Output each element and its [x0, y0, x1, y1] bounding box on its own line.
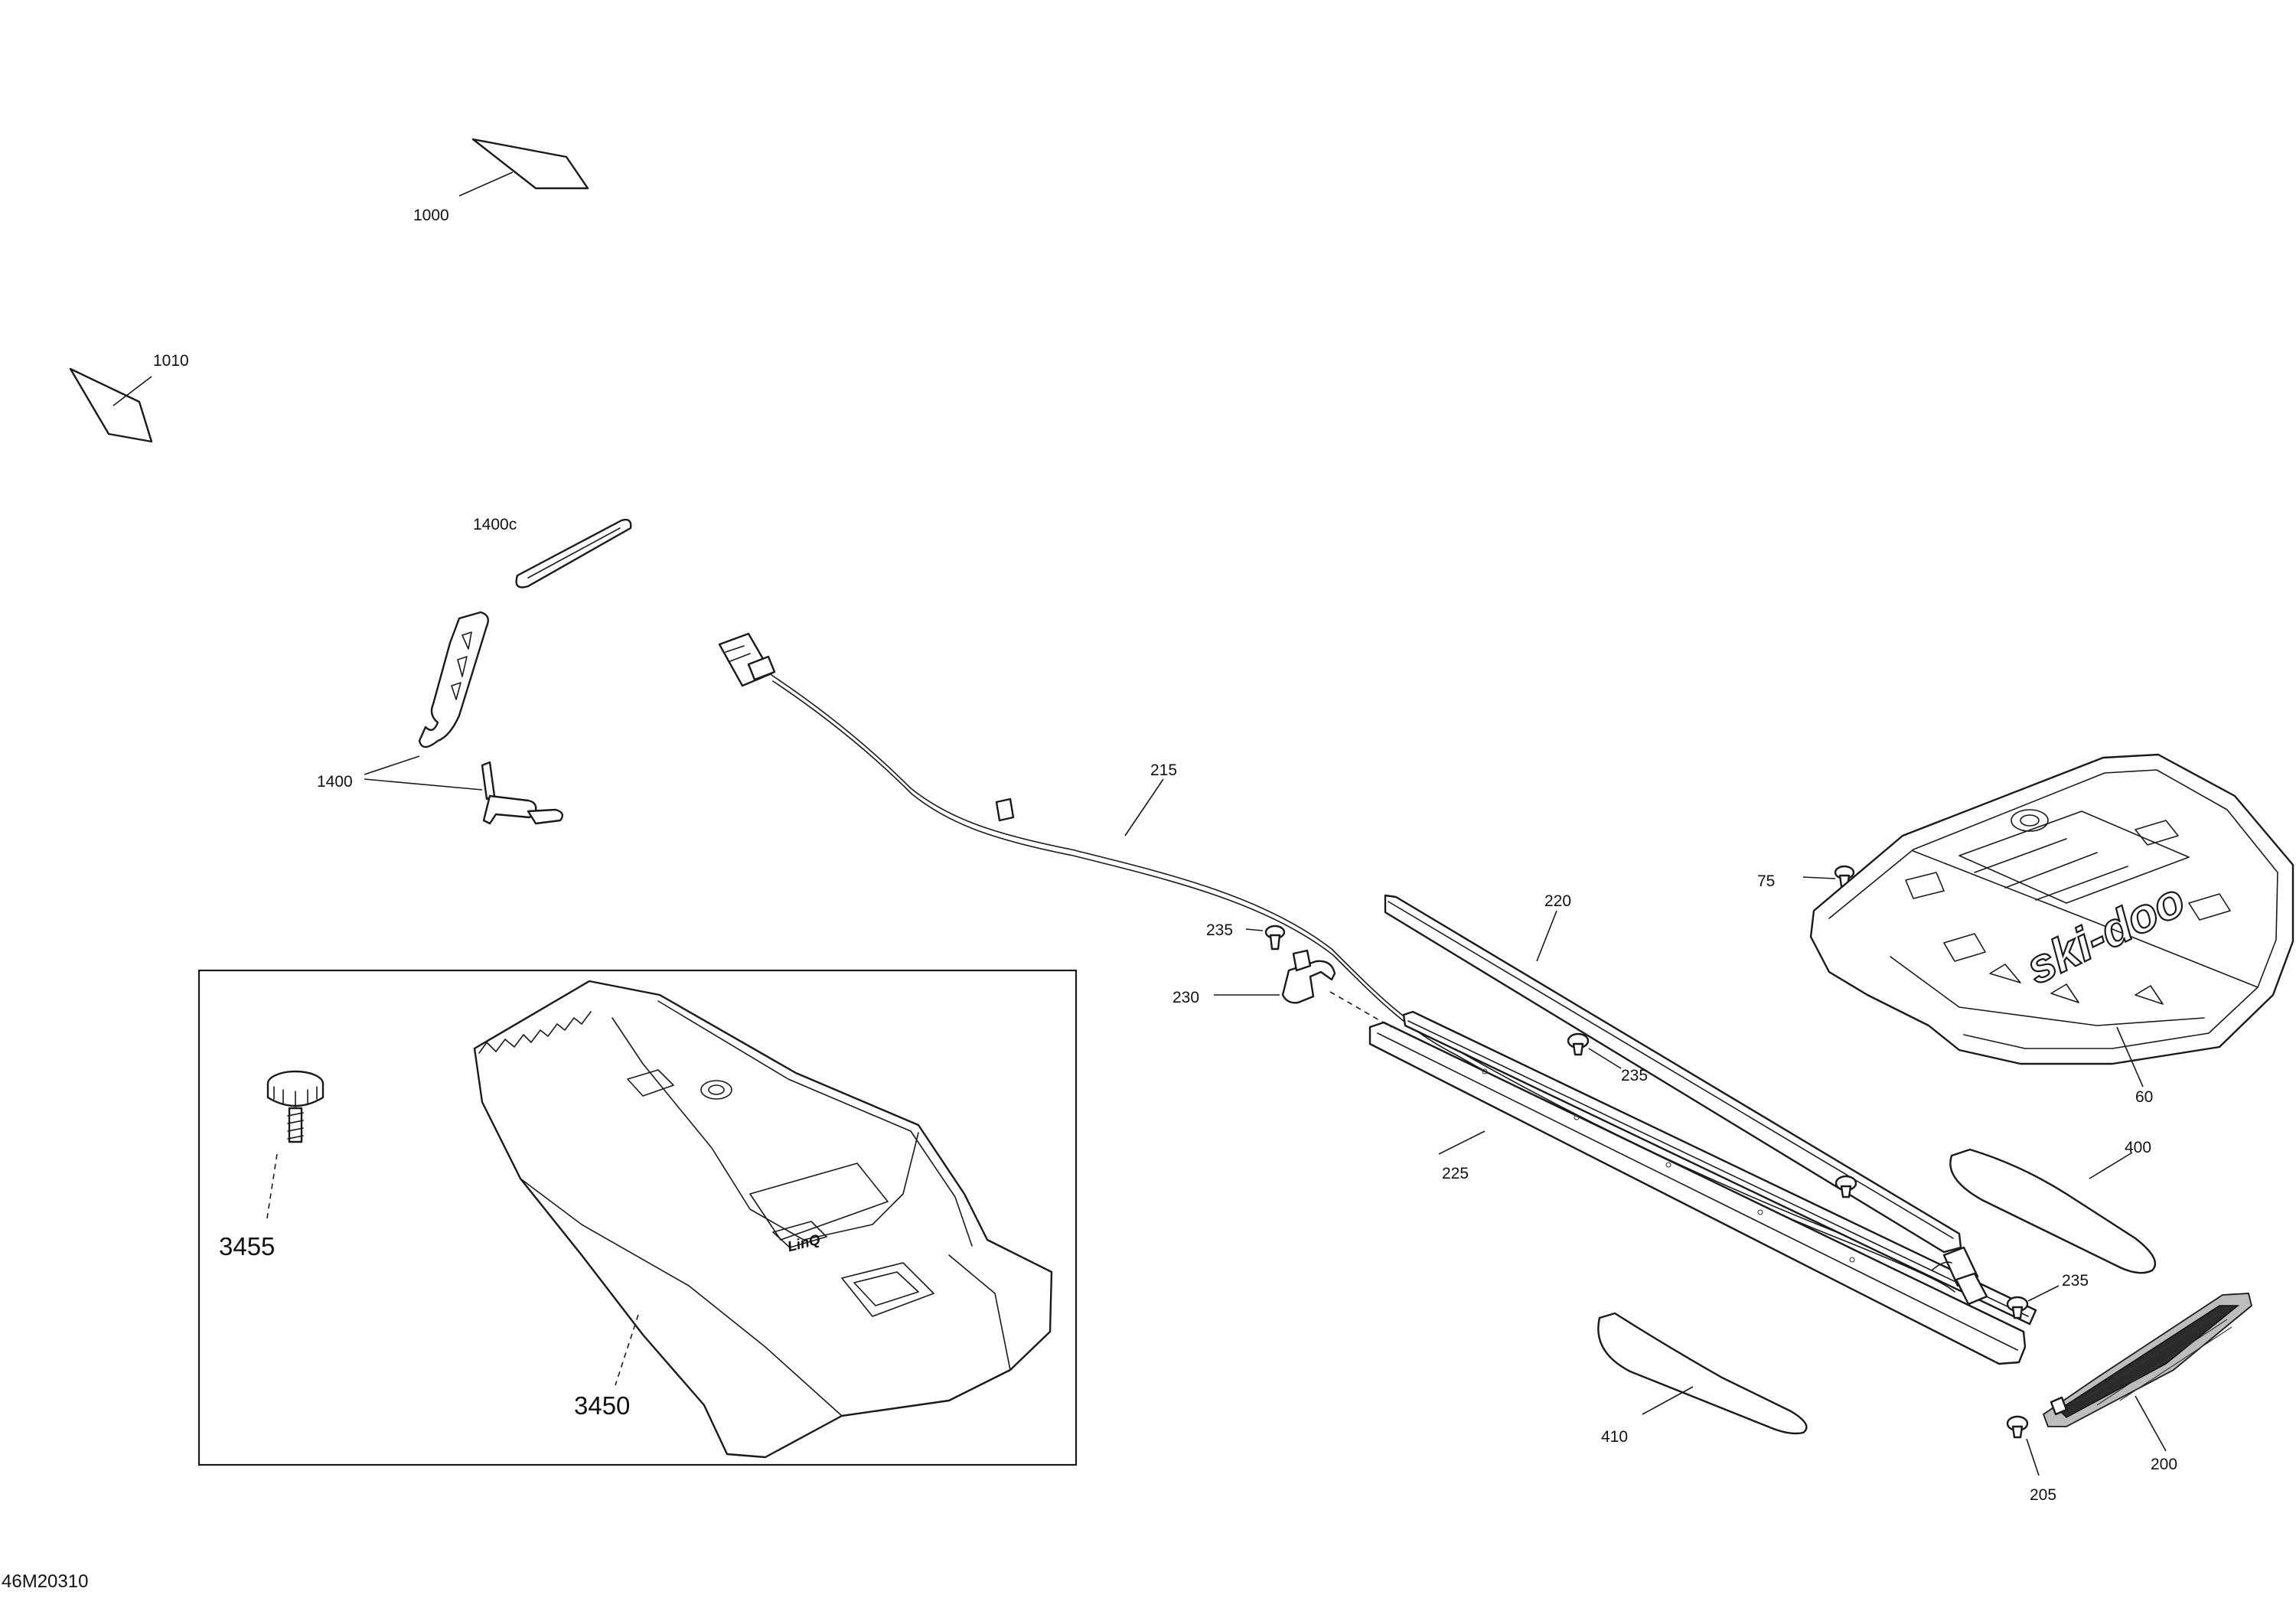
- rear-panel-60: ski-doo 60: [1809, 753, 2294, 1106]
- callout-205: 205: [2030, 1486, 2056, 1504]
- rail-220: 220: [1384, 892, 1962, 1254]
- callout-60: 60: [2135, 1088, 2153, 1106]
- callout-200: 200: [2151, 1456, 2177, 1473]
- callout-235-b: 235: [1621, 1067, 1648, 1084]
- callout-1010: 1010: [153, 352, 189, 370]
- reflector-410: 410: [1597, 1312, 1808, 1446]
- knob-3455: 3455: [219, 1070, 325, 1260]
- callout-1000: 1000: [413, 207, 449, 224]
- decal-1000: 1000: [413, 138, 589, 224]
- screw-235-c: 235: [2006, 1272, 2089, 1319]
- callout-3455: 3455: [219, 1232, 275, 1260]
- screw-235-a: 235: [1206, 921, 1286, 951]
- callout-1400c: 1400c: [473, 516, 517, 533]
- callout-75: 75: [1757, 872, 1775, 890]
- decal-1010: 1010: [69, 352, 189, 443]
- wire-harness-215: 215: [718, 632, 1957, 1293]
- rail-225: 225: [1368, 1010, 2037, 1365]
- callout-220: 220: [1544, 892, 1571, 910]
- cover-3450: LinQ 3450: [473, 980, 1053, 1459]
- taillight-200: 200: [2042, 1293, 2253, 1473]
- diagram-id: 46M20310: [2, 1571, 88, 1592]
- screw-235-rail: [1835, 1175, 1857, 1198]
- callout-230: 230: [1172, 989, 1199, 1006]
- callout-215: 215: [1150, 761, 1177, 779]
- connector-end: [1931, 1246, 1988, 1306]
- strap-1400c: 1400c: [473, 516, 632, 589]
- rivets: [1482, 1068, 1855, 1263]
- screw-75: 75: [1757, 865, 1855, 890]
- accessory-box: 3455 LinQ 3450: [197, 969, 1078, 1466]
- screw-205: 205: [2006, 1415, 2056, 1504]
- callout-1400: 1400: [317, 773, 353, 791]
- callout-410: 410: [1601, 1428, 1628, 1446]
- tool-1400: 1400: [317, 611, 564, 825]
- bracket-230: 230: [1172, 949, 1392, 1028]
- callout-235-c: 235: [2062, 1272, 2089, 1290]
- reflector-400: 400: [1949, 1139, 2157, 1274]
- screw-235-b: 235: [1567, 1032, 1648, 1084]
- callout-400: 400: [2125, 1139, 2151, 1156]
- callout-235-a: 235: [1206, 921, 1233, 939]
- callout-3450: 3450: [574, 1391, 630, 1420]
- callout-225: 225: [1442, 1165, 1469, 1182]
